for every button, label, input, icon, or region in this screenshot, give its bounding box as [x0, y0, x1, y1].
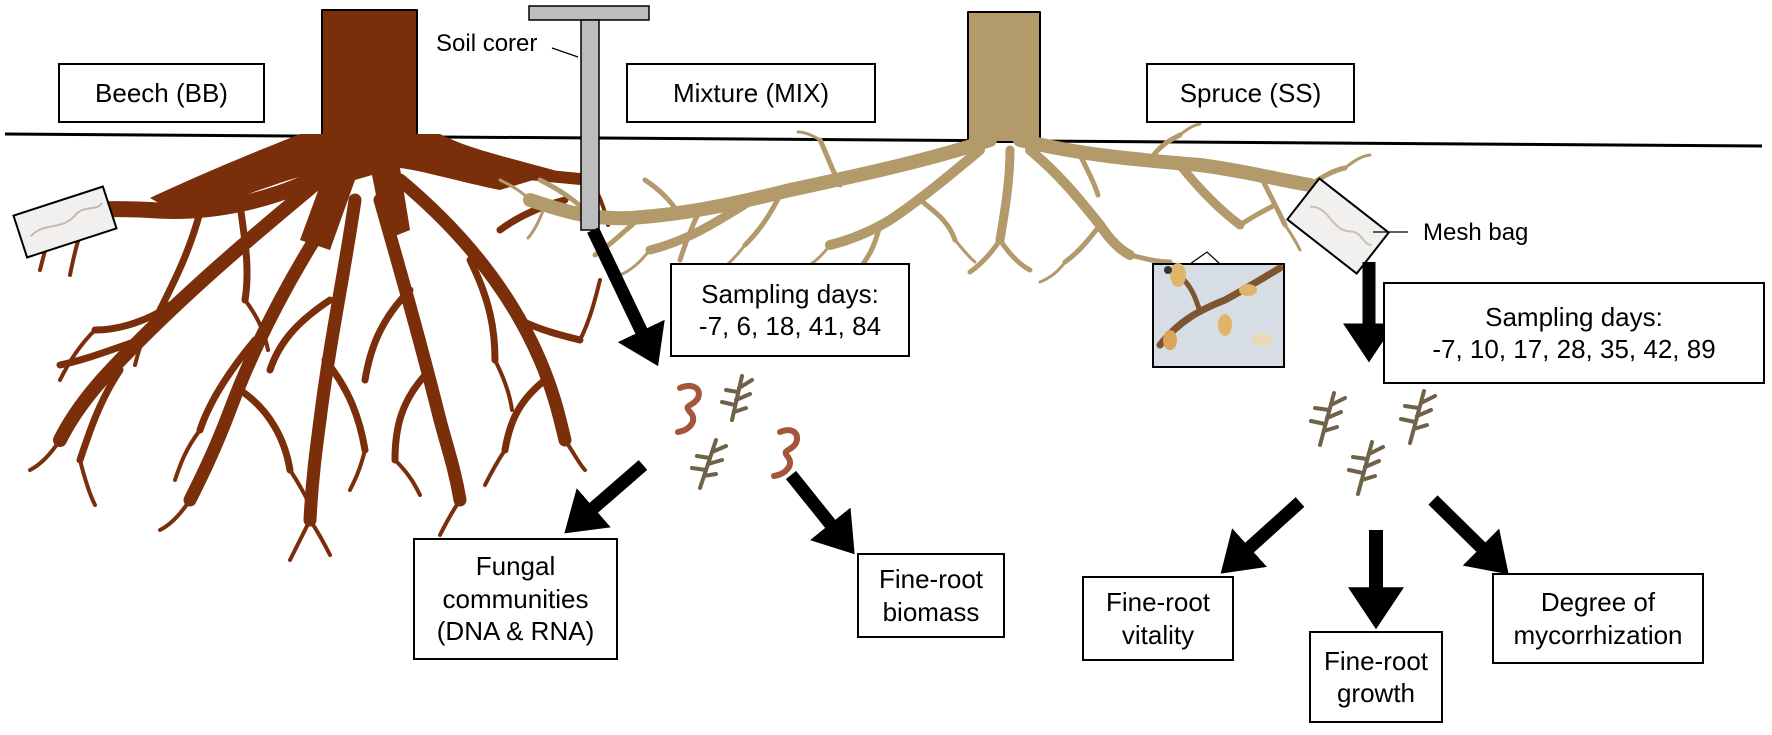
spruce-root-sample-5: [1347, 440, 1385, 496]
mixture-stand-label: Mixture (MIX): [626, 63, 876, 123]
fungal-communities-box: Fungal communities (DNA & RNA): [413, 538, 618, 660]
arrow-to-fine-root-biomass: [785, 470, 855, 555]
beech-trunk: [321, 9, 418, 139]
spruce-root-sample-1: [720, 374, 754, 422]
mycorrhization-box: Degree of mycorrhization: [1492, 573, 1704, 664]
soil-corer-leader-line: [551, 47, 579, 58]
arrows: [564, 227, 1509, 630]
mesh-bag-right: [1285, 177, 1391, 275]
beech-roots: [28, 154, 610, 562]
soil-corer-shaft: [580, 19, 600, 231]
arrow-to-mycorrhization: [1428, 495, 1509, 575]
sampled-roots-corer: [675, 374, 800, 490]
soil-surface-line: [4, 132, 1763, 148]
mesh-bag-label: Mesh bag: [1423, 219, 1529, 246]
beech-tree: [28, 9, 610, 562]
sampling-days-mesh: Sampling days: -7, 10, 17, 28, 35, 42, 8…: [1383, 282, 1765, 384]
spruce-tree: [498, 11, 1372, 284]
sampled-roots-mesh: [1309, 389, 1437, 496]
spruce-roots: [498, 122, 1372, 284]
arrow-corer-to-samples: [587, 227, 665, 367]
sampling-days-corer: Sampling days: -7, 6, 18, 41, 84: [670, 263, 910, 357]
spruce-root-sample-3: [1309, 391, 1347, 447]
soil-corer-handle: [528, 5, 650, 21]
arrow-to-fine-root-vitality: [1220, 497, 1305, 574]
mesh-bag-left: [12, 185, 118, 259]
fine-root-biomass-box: Fine-root biomass: [857, 553, 1005, 638]
spruce-root-sample-4: [1399, 389, 1437, 445]
soil-corer: [528, 5, 650, 231]
arrow-to-fungal-communities: [564, 460, 648, 534]
soil-corer-label: Soil corer: [436, 30, 538, 57]
fine-root-vitality-box: Fine-root vitality: [1082, 576, 1234, 661]
spruce-trunk: [967, 11, 1041, 143]
fine-root-growth-box: Fine-root growth: [1309, 631, 1443, 723]
beech-root-sample-1: [675, 383, 702, 435]
beech-root-sample-2: [771, 427, 800, 479]
spruce-stand-label: Spruce (SS): [1146, 63, 1355, 123]
spruce-root-sample-2: [690, 438, 728, 490]
beech-stand-label: Beech (BB): [58, 63, 265, 123]
photo-callout-line: [1189, 251, 1221, 265]
mycorrhiza-photo: [1152, 251, 1285, 368]
